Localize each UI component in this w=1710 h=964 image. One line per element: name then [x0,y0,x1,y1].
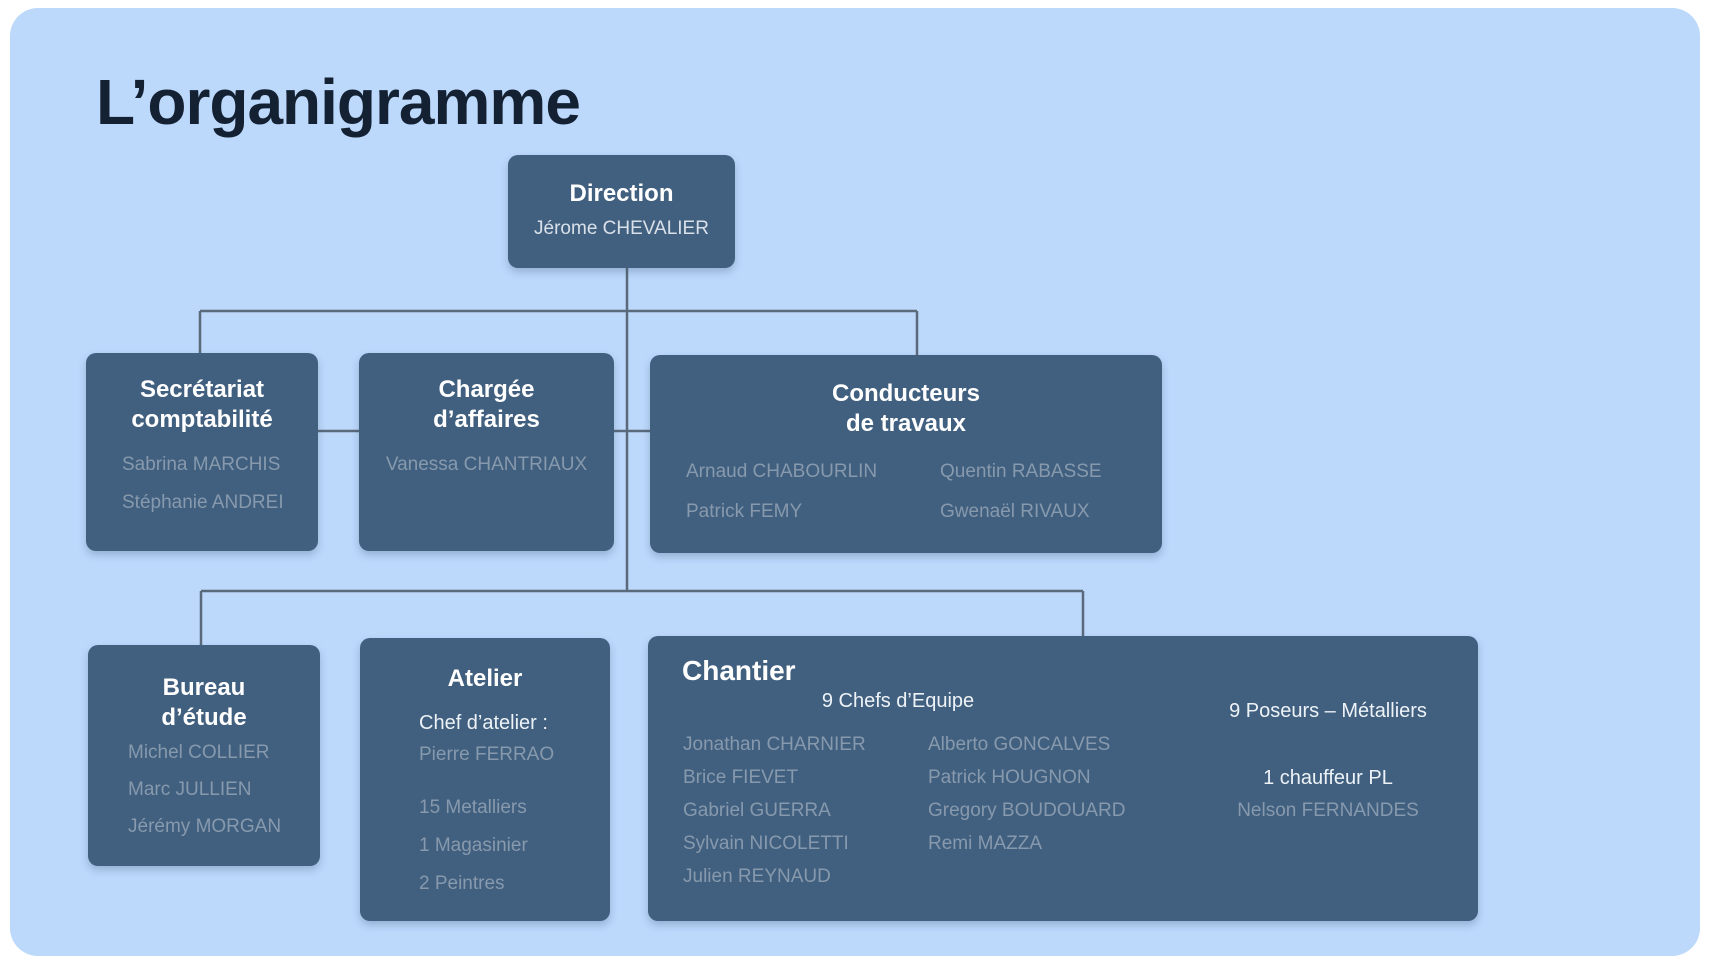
poseurs-metalliers-label: 9 Poseurs – Métalliers [1229,700,1427,722]
person-name: Gabriel GUERRA [683,800,831,821]
org-box-direction: Direction Jérome CHEVALIER [508,155,735,268]
person-name: Marc JULLIEN [128,779,252,800]
person-name: Brice FIEVET [683,767,799,788]
person-name: 1 Magasinier [419,835,528,856]
person-name: Patrick FEMY [686,501,803,522]
org-box-conducteurs: Conducteurs de travaux Arnaud CHABOURLIN… [650,355,1162,553]
conducteurs-title: Conducteurs de travaux [831,380,980,437]
person-name: 2 Peintres [419,873,505,894]
person-name: Pierre FERRAO [419,744,555,765]
person-name: Gregory BOUDOUARD [928,800,1126,821]
org-box-bureau-etude: Bureau d’étude Michel COLLIER Marc JULLIE… [88,645,320,866]
direction-title: Direction [569,180,674,207]
chefs-equipe-label: 9 Chefs d’Equipe [821,690,975,712]
slide-background-panel: L’organigramme Direction Jérome CHEVALIE… [10,8,1700,956]
conducteurs-names-col1: Arnaud CHABOURLIN Patrick FEMY [686,460,940,540]
secretariat-names: Sabrina MARCHIS Stéphanie ANDREI [86,453,318,515]
chargee-title: Chargée d’affaires [433,376,540,433]
chauffeur-label: 1 chauffeur PL [1263,767,1393,789]
chantier-right-section: 9 Poseurs – Métalliers 1 chauffeur PL Ne… [1178,699,1478,823]
person-name: Stéphanie ANDREI [122,492,284,513]
person-name: Jonathan CHARNIER [683,734,866,755]
atelier-title: Atelier [447,665,523,692]
bureau-title: Bureau d’étude [161,674,247,731]
slide-title: L’organigramme [96,66,581,138]
person-name: Julien REYNAUD [683,866,831,887]
person-name: Quentin RABASSE [940,461,1102,482]
chantier-names-col2: Alberto GONCALVES Patrick HOUGNON Gregory … [928,733,1125,865]
person-name: Gwenaël RIVAUX [940,501,1090,522]
chantier-title: Chantier [682,655,796,686]
org-box-chargee-affaires: Chargée d’affaires Vanessa CHANTRIAUX [359,353,614,551]
chantier-names-col1: Jonathan CHARNIER Brice FIEVET Gabriel GUE… [683,733,866,898]
org-box-chantier: Chantier 9 Chefs d’Equipe Jonathan CHARN… [648,636,1478,921]
person-name: Sylvain NICOLETTI [683,833,849,854]
person-name: Arnaud CHABOURLIN [686,461,878,482]
person-name: Nelson FERNANDES [1237,800,1419,821]
conducteurs-columns: Arnaud CHABOURLIN Patrick FEMY Quentin RA… [650,460,1162,540]
chef-atelier-label: Chef d’atelier : [419,712,548,734]
person-name: Patrick HOUGNON [928,767,1091,788]
atelier-body: Chef d’atelier : Pierre FERRAO 15 Metall… [360,711,610,896]
secretariat-title: Secrétariat comptabilité [131,376,273,433]
atelier-staff-list: 15 Metalliers 1 Magasinier 2 Peintres [419,796,610,896]
person-name: Remi MAZZA [928,833,1042,854]
person-name: Sabrina MARCHIS [122,454,281,475]
person-name: Alberto GONCALVES [928,734,1111,755]
person-name: Jérome CHEVALIER [534,218,709,239]
person-name: Jérémy MORGAN [128,816,282,837]
conducteurs-names-col2: Quentin RABASSE Gwenaël RIVAUX [940,460,1102,540]
person-name: Michel COLLIER [128,742,270,763]
person-name: 15 Metalliers [419,797,527,818]
org-box-atelier: Atelier Chef d’atelier : Pierre FERRAO 1… [360,638,610,921]
person-name: Vanessa CHANTRIAUX [385,454,588,475]
connector-lines [198,268,1085,645]
org-box-secretariat: Secrétariat comptabilité Sabrina MARCHIS… [86,353,318,551]
bureau-names: Michel COLLIER Marc JULLIEN Jérémy MORGAN [88,741,320,839]
